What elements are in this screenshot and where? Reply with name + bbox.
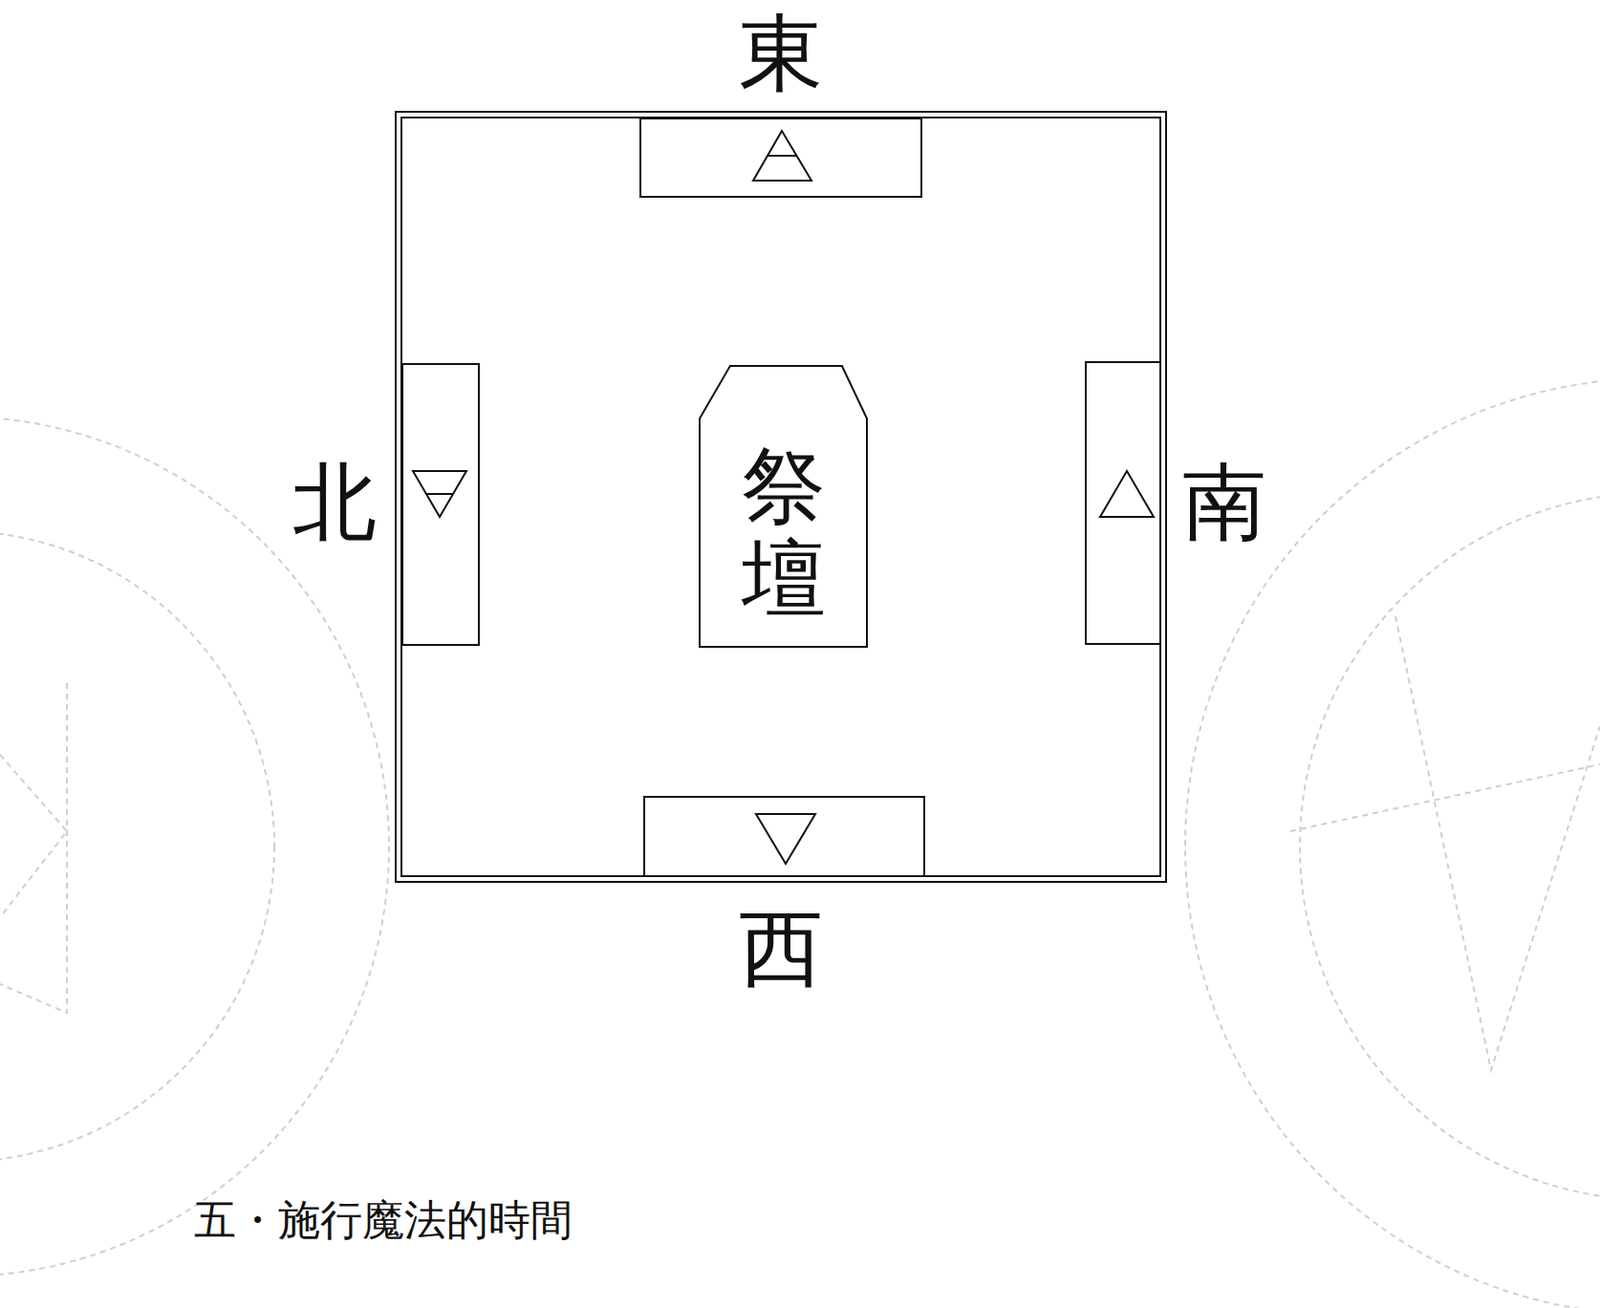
direction-label: 北 [292, 460, 377, 545]
altar-shape: 祭壇 [698, 365, 868, 649]
element-boxes [402, 118, 1161, 877]
altar-label: 祭壇 [741, 440, 826, 627]
direction-label: 南 [1182, 460, 1267, 545]
element-symbols [412, 130, 1154, 865]
direction-label: 西 [738, 907, 823, 992]
section-heading: 五・施行魔法的時間 [194, 1199, 573, 1242]
temple-square [395, 111, 1167, 883]
altar-outline-path [699, 366, 867, 648]
direction-label: 東 [738, 11, 823, 96]
seal-watermark [0, 378, 1600, 1308]
